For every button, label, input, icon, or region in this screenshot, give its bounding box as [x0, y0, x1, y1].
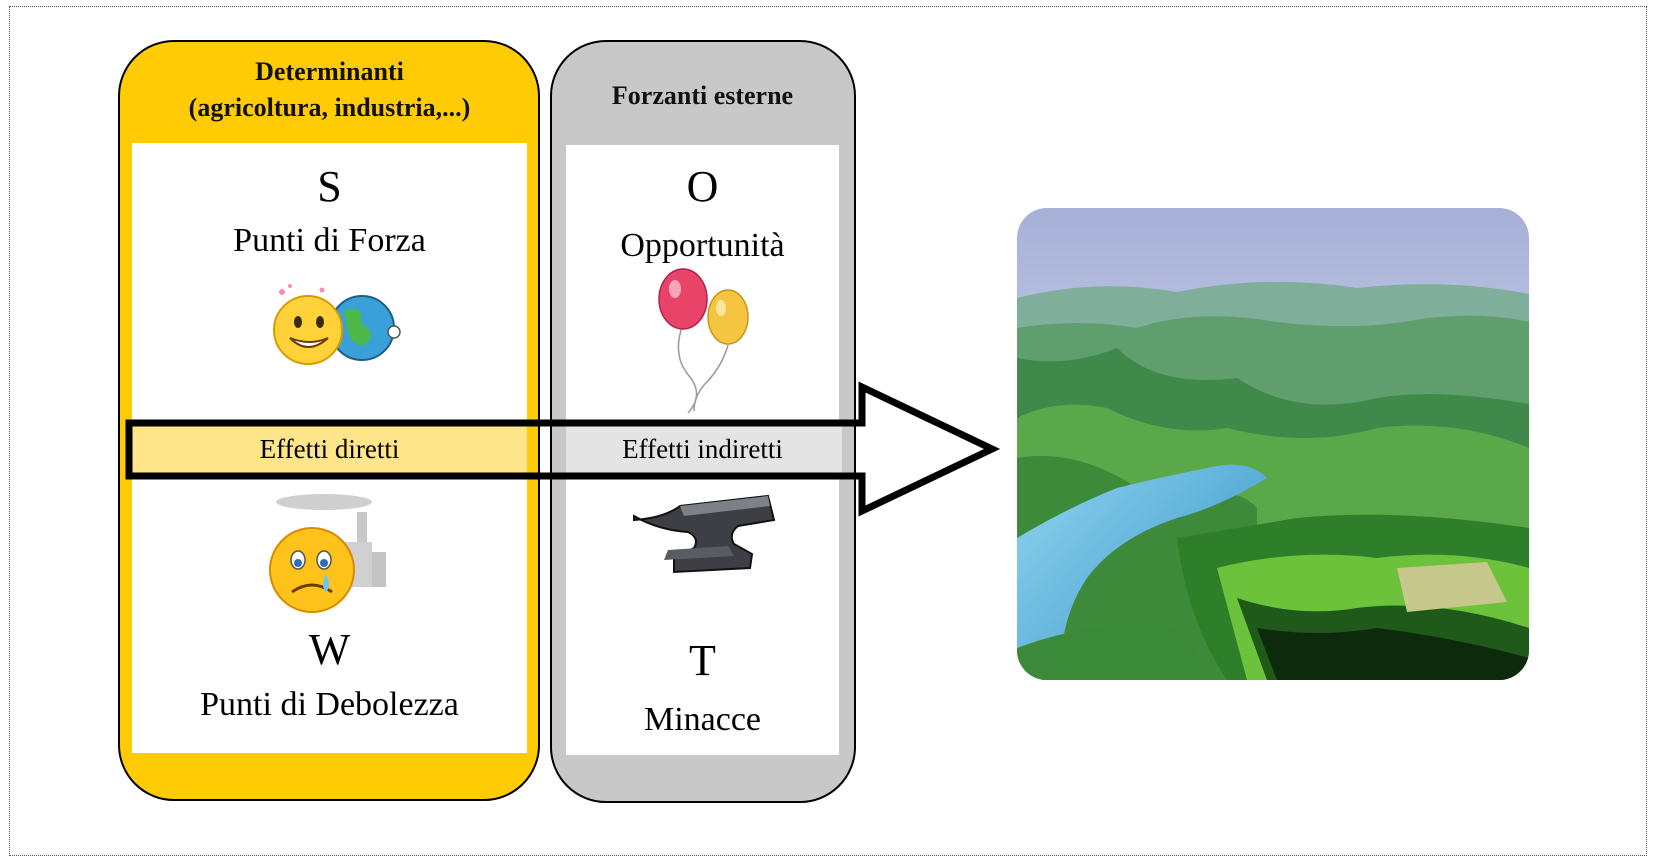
anvil-icon [633, 494, 776, 574]
direct-effects-label: Effetti diretti [259, 434, 400, 464]
strength-letter: S [317, 162, 342, 211]
crying-face-with-factory-icon [269, 494, 386, 613]
river-valley-landscape-image [1017, 208, 1529, 680]
strength-label: Punti di Forza [233, 222, 426, 259]
opportunity-label: Opportunità [620, 227, 785, 264]
smiling-face-with-globe-icon [273, 284, 401, 365]
indirect-effects-label: Effetti indiretti [622, 434, 783, 464]
external-forces-header: Forzanti esterne [611, 81, 794, 110]
determinants-header-line1: Determinanti [255, 57, 404, 86]
indirect-effects-band [566, 425, 842, 474]
balloons-icon [658, 268, 749, 414]
threat-label: Minacce [643, 701, 762, 738]
determinants-header: Determinanti (agricoltura, industria,...… [132, 54, 527, 126]
direct-effects-band [132, 425, 527, 474]
weakness-label: Punti di Debolezza [200, 686, 459, 723]
determinants-header-line2: (agricoltura, industria,...) [188, 93, 471, 122]
threat-letter: T [689, 636, 716, 685]
weakness-letter: W [308, 625, 351, 674]
opportunity-letter: O [686, 162, 719, 211]
